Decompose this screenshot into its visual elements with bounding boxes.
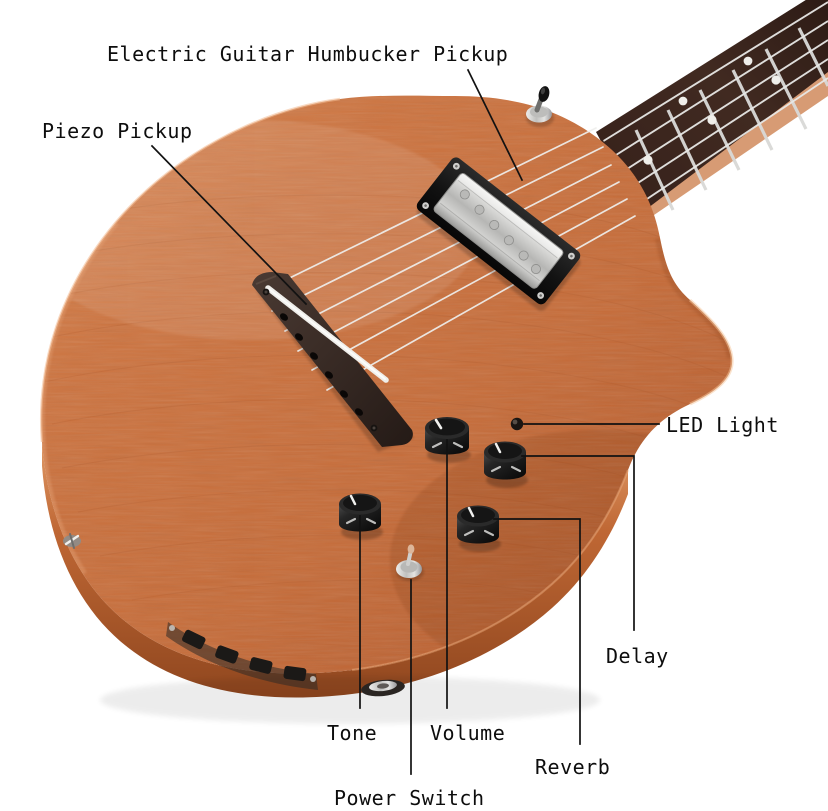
volume-knob-mark-right (452, 441, 464, 449)
reverb-knob-mark-left (463, 529, 475, 537)
delay-knob-top-inner (488, 443, 522, 459)
label-led-light: LED Light (666, 413, 779, 437)
pickup-selector-toggle[interactable] (526, 85, 554, 127)
tone-knob-top-inner (343, 495, 377, 511)
side-control-sliders (182, 629, 307, 682)
volume-knob-pointer (434, 418, 443, 430)
power-switch[interactable] (396, 544, 424, 581)
side-control-screws (169, 625, 316, 682)
tone-knob-mark-left (345, 517, 357, 525)
label-reverb: Reverb (535, 755, 611, 779)
delay-knob-mark-left (490, 465, 502, 473)
tone-knob[interactable] (339, 493, 383, 541)
label-power-switch: Power Switch (334, 786, 485, 810)
output-jack (361, 679, 405, 697)
pickup-cover-highlight (457, 173, 564, 259)
piezo-pickup-bridge (252, 272, 414, 452)
strap-button-post (69, 533, 75, 549)
led-body (510, 417, 524, 431)
output-jack-hole (377, 683, 389, 689)
delay-knob[interactable] (484, 441, 528, 489)
pickup-cover-outline (433, 173, 564, 289)
body-cast-shadow (100, 676, 600, 724)
leader-lines (150, 68, 660, 775)
bridge-edge-light (255, 275, 277, 285)
pickup-pole-pieces (459, 189, 541, 275)
volume-knob-mark-left (431, 441, 443, 449)
power-switch-washer (400, 561, 418, 573)
side-controls[interactable] (166, 622, 318, 690)
bridge-saddle-highlight (268, 288, 386, 380)
label-piezo-pickup: Piezo Pickup (42, 119, 193, 143)
pickup-cover-seams (439, 179, 558, 282)
body-side-edge (42, 442, 628, 698)
led-highlight (512, 419, 518, 425)
leader-piezo (150, 144, 308, 306)
led-indicator (510, 417, 524, 431)
label-tone: Tone (327, 721, 378, 745)
delay-knob-mark-right (510, 465, 522, 473)
reverb-knob-top-inner (461, 507, 495, 523)
strings (260, 127, 636, 391)
bridge-screws (262, 288, 378, 432)
leader-reverb (493, 518, 581, 745)
leader-delay (521, 455, 635, 631)
guitar-neck (596, 0, 828, 231)
pickup-cover (434, 173, 563, 289)
label-delay: Delay (606, 644, 669, 668)
humbucker-pickup (416, 157, 581, 311)
volume-knob-top-inner (429, 418, 465, 436)
horn-highlight (688, 298, 734, 406)
delay-knob-pointer (494, 442, 502, 454)
tone-knob-mark-right (365, 517, 377, 525)
power-switch-tip (407, 544, 415, 554)
body-bottom-highlight (351, 469, 630, 672)
selector-washer (530, 106, 548, 118)
selector-tip-highlight (540, 87, 546, 95)
fret-inlays (643, 56, 781, 165)
reverb-knob-pointer (467, 506, 475, 518)
volume-knob[interactable] (425, 417, 471, 463)
reverb-knob[interactable] (457, 505, 501, 553)
label-volume: Volume (430, 721, 506, 745)
tone-knob-pointer (349, 494, 357, 506)
bridge-string-holes (280, 313, 363, 416)
bridge-plate (252, 272, 413, 447)
label-humbucker-pickup: Electric Guitar Humbucker Pickup (107, 42, 509, 66)
strap-button (63, 533, 81, 549)
side-control-plate (166, 622, 318, 690)
body-top-highlight (40, 97, 341, 443)
reverb-knob-mark-right (483, 529, 495, 537)
body-sheen (41, 120, 480, 340)
pickup-ring-screws (422, 162, 575, 299)
leader-humbucker (466, 68, 524, 182)
